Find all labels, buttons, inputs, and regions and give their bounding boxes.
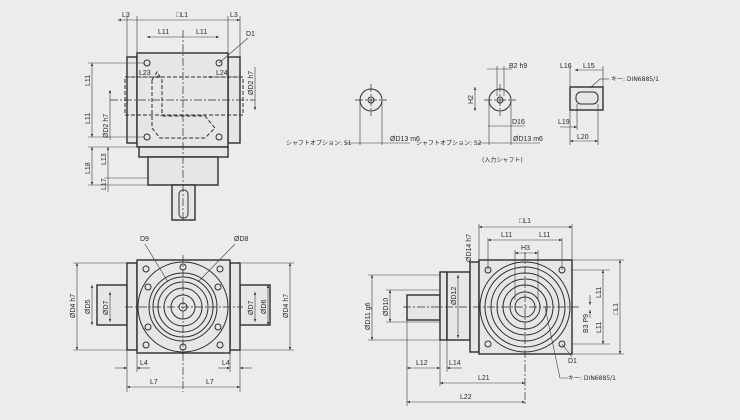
- dim-L1-right: □L1: [613, 303, 620, 315]
- dim-L15: L15: [583, 63, 595, 70]
- dim-L12: L12: [416, 360, 428, 367]
- dim-H3: H3: [521, 245, 530, 252]
- dim-B2: B2 h9: [509, 63, 527, 70]
- dim-L24: L24: [216, 70, 228, 77]
- front-view: D9 ØD8 ØD4 h7 ØD5 ØD7 ØD7 ØD6 ØD4 h7 L4 …: [70, 236, 294, 392]
- dim-L1-top: □L1: [519, 218, 531, 225]
- dim-B3: B3 P9: [583, 314, 590, 333]
- dim-D2-left: ØD2 h7: [103, 114, 110, 138]
- dim-D7-right: ØD7: [248, 301, 255, 316]
- dim-L7-right: L7: [206, 379, 214, 386]
- dim-L11-top-b: L11: [539, 232, 550, 239]
- dim-L19: L19: [558, 119, 570, 126]
- dim-D11: ØD11 g6: [365, 302, 372, 330]
- dim-L4-right: L4: [222, 360, 230, 367]
- dim-D1-side: D1: [568, 358, 577, 365]
- key-label-top: キー: DIN6885/1: [611, 76, 659, 83]
- dim-L14: L14: [449, 360, 461, 367]
- dim-L18: L18: [85, 162, 92, 174]
- dim-L7-left: L7: [150, 379, 158, 386]
- dim-D6: ØD6: [261, 300, 268, 315]
- dim-L23: L23: [139, 70, 151, 77]
- key-view: L16 L15 キー: DIN6885/1 L19 L20: [558, 63, 659, 145]
- dim-H2: H2: [468, 95, 475, 104]
- dim-L4-left: L4: [140, 360, 148, 367]
- dim-D4-left: ØD4 h7: [70, 294, 77, 318]
- dim-D7-left: ØD7: [103, 301, 110, 316]
- dim-L11-v1: L11: [85, 75, 92, 86]
- shaft-option-s2: B2 h9 H2 D16 シャフトオプション: S2 ØD13 m6 (入力シャ…: [416, 63, 543, 164]
- dim-L11-right-b: L11: [596, 322, 603, 333]
- dim-D4-right: ØD4 h7: [283, 294, 290, 318]
- dim-L11-top-a: L11: [501, 232, 512, 239]
- option-label-s1: シャフトオプション: S1: [286, 140, 352, 147]
- dim-D14: ØD14 h7: [466, 234, 473, 262]
- dim-L13: L13: [101, 153, 108, 165]
- side-view: □L1 L11 L11 H3 ØD14 h7 ØD11 g6 ØD10 ØD12…: [365, 218, 624, 406]
- dim-L1: □L1: [176, 12, 188, 19]
- dim-D9: D9: [140, 236, 149, 243]
- dim-L11-v2: L11: [85, 113, 92, 124]
- dim-D1: D1: [246, 31, 255, 38]
- dim-D12: ØD12: [451, 287, 458, 305]
- dim-L17: L17: [101, 178, 108, 190]
- dim-L3-right: L3: [230, 12, 238, 19]
- input-shaft-caption: (入力シャフト): [482, 156, 523, 164]
- dim-D13-s1: ØD13 m6: [390, 136, 420, 143]
- dim-D13-s2: ØD13 m6: [513, 136, 543, 143]
- dim-L11-a: L11: [158, 29, 169, 36]
- option-label-s2: シャフトオプション: S2: [416, 140, 482, 147]
- dim-D5: ØD5: [85, 300, 92, 315]
- dim-L16: L16: [560, 63, 572, 70]
- dim-D10: ØD10: [383, 298, 390, 316]
- key-label-side: キー: DIN6885/1: [568, 375, 616, 382]
- dim-L21: L21: [478, 375, 490, 382]
- dim-D16: D16: [512, 119, 525, 126]
- dim-L11-right-a: L11: [596, 287, 603, 298]
- dim-L22: L22: [460, 394, 472, 401]
- dim-D8: ØD8: [234, 236, 249, 243]
- dim-L20: L20: [577, 134, 589, 141]
- bolt-holes: [143, 59, 223, 141]
- dim-L3-left: L3: [122, 12, 130, 19]
- top-view: L3 □L1 L3 L11 L11 D1 L23 L24 L11 L11 ØD2…: [85, 12, 257, 222]
- shaft-option-s1: シャフトオプション: S1 ØD13 m6: [286, 84, 420, 147]
- dim-L11-b: L11: [196, 29, 207, 36]
- dim-D2-right: ØD2 h7: [248, 71, 255, 95]
